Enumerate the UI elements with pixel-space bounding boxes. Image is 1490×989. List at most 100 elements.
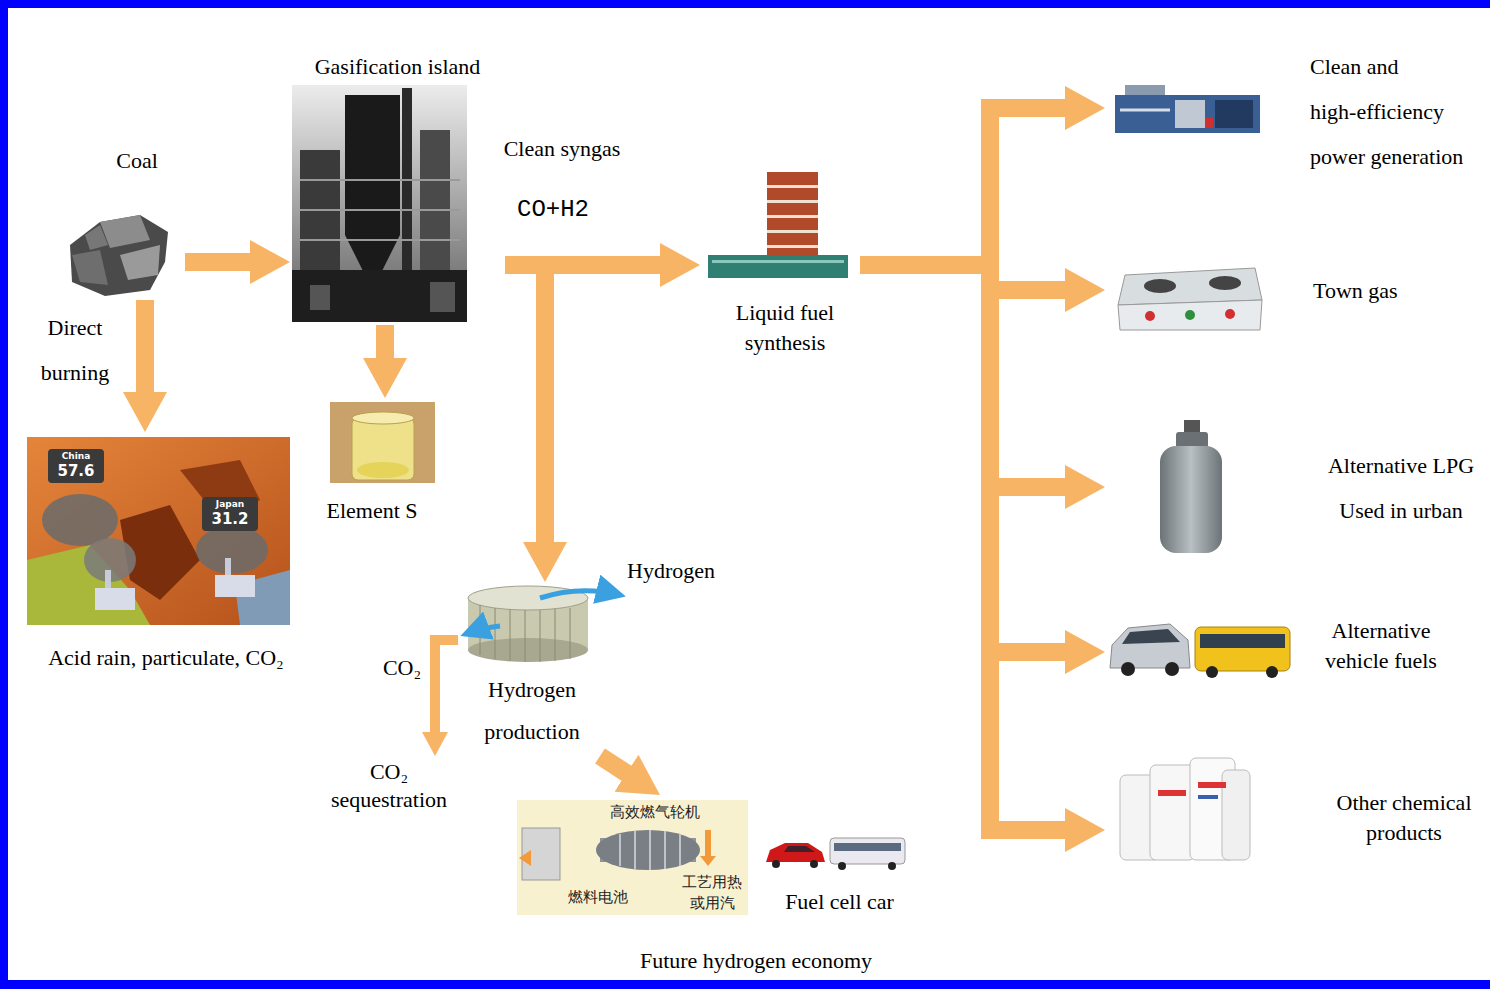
sulfur-picture xyxy=(352,418,414,480)
text-run: 31.2 xyxy=(211,510,248,528)
synthesis-plant-picture xyxy=(767,245,818,248)
gasifier-picture xyxy=(402,88,412,288)
hydrogen-economy-picture xyxy=(517,800,905,915)
synthesis-plant-picture xyxy=(767,200,818,203)
text-run: fuels xyxy=(1394,648,1437,673)
hydrogen-economy-picture xyxy=(649,830,651,870)
picture-label: China xyxy=(50,451,102,462)
vehicles-picture xyxy=(1121,662,1135,676)
synthesis-plant-picture xyxy=(767,185,818,188)
node-label: Liquid fuel synthesis xyxy=(720,298,850,358)
power-plant-picture xyxy=(1120,109,1170,112)
coal-picture xyxy=(85,225,108,250)
text-run: 57.6 xyxy=(57,462,94,480)
text-run: 工艺用热 xyxy=(682,873,742,891)
pollution-picture xyxy=(225,558,231,575)
text-run: generation xyxy=(1370,144,1463,169)
picture-label: 57.6 xyxy=(50,462,102,480)
hydrogen-unit-picture xyxy=(466,626,500,634)
text-run: hydrogen xyxy=(703,948,786,973)
synthesis-plant-picture xyxy=(767,215,818,218)
flow-arrow xyxy=(376,325,394,378)
power-plant-picture xyxy=(1205,118,1213,128)
text-run: syngas xyxy=(560,136,620,161)
synthesis-plant-picture xyxy=(767,230,818,233)
vehicles-picture xyxy=(1206,666,1218,678)
node-label: Gasification island xyxy=(300,54,495,80)
hydrogen-economy-picture xyxy=(634,831,636,869)
vehicles-picture xyxy=(1122,629,1180,644)
gasifier-picture xyxy=(420,130,450,270)
chemical-bags-picture xyxy=(1150,765,1195,860)
pollution-picture xyxy=(95,588,135,610)
power-plant-picture xyxy=(1215,100,1253,128)
vehicles-picture xyxy=(1110,624,1290,678)
chemical-bags-picture xyxy=(1198,795,1218,799)
hydrogen-economy-picture xyxy=(838,862,846,870)
edge-label: Direct burning xyxy=(30,305,120,395)
town-gas-node: Town gas xyxy=(1105,250,1445,340)
text-run: high-efficiency xyxy=(1310,99,1444,124)
text-run: Alternative xyxy=(1332,618,1431,643)
node-label: Other chemical products xyxy=(1324,788,1484,848)
picture-label: CO+H2 xyxy=(493,196,613,224)
node-label: Element S xyxy=(322,498,422,524)
text-run: rain, xyxy=(96,645,136,670)
text-run: cell xyxy=(830,889,862,914)
hydrogen-economy-picture xyxy=(664,831,666,869)
text-run: CO₂ xyxy=(246,645,284,670)
gas-stove-picture xyxy=(1145,311,1155,321)
vehicle-fuel-node: Alternative vehicle fuels xyxy=(1105,610,1450,690)
text-run: chemical xyxy=(1392,790,1471,815)
gasifier-picture xyxy=(430,282,455,312)
hydrogen-unit-picture xyxy=(510,609,511,661)
sulfur-picture xyxy=(357,462,409,478)
hydrogen-node: Hydrogen production xyxy=(458,582,608,756)
node-label: Alternative LPG Used in urban xyxy=(1318,443,1484,533)
flow-arrow xyxy=(435,640,458,744)
hydrogen-economy-picture xyxy=(888,862,896,870)
gasifier-picture xyxy=(300,239,460,241)
flow-arrow xyxy=(860,108,1085,265)
coal-picture xyxy=(100,215,150,248)
text-run: Alternative xyxy=(1328,453,1427,478)
text-run: Hydrogen xyxy=(627,558,715,583)
sequestration-node: CO₂ sequestration xyxy=(322,756,459,818)
flow-arrow xyxy=(860,265,1085,830)
gas-stove-picture xyxy=(1225,309,1235,319)
gasifier-picture xyxy=(310,285,330,310)
text-run: Other xyxy=(1337,790,1387,815)
chemical-bags-picture xyxy=(1222,770,1250,860)
gas-stove-picture xyxy=(1118,268,1262,330)
hydrogen-unit-picture xyxy=(555,609,556,661)
pollution-picture xyxy=(105,570,111,588)
gas-stove-picture xyxy=(1118,300,1262,330)
hydrogen-economy-picture xyxy=(810,860,818,868)
gas-stove-picture xyxy=(1144,279,1176,293)
vehicles-picture xyxy=(1200,634,1285,648)
hydrogen-economy-picture xyxy=(784,846,815,852)
flow-arrow xyxy=(505,265,545,562)
text-run: Clean xyxy=(1310,54,1361,79)
node-label: Hydrogen production xyxy=(472,669,592,753)
node-label: Alternative vehicle fuels xyxy=(1316,616,1446,676)
text-run: synthesis xyxy=(745,330,826,355)
hydrogen-economy-picture xyxy=(834,843,901,851)
text-run: economy xyxy=(791,948,872,973)
gas-cylinder-picture xyxy=(1184,420,1200,434)
text-run: fuel xyxy=(800,300,834,325)
pollution-picture xyxy=(196,526,268,574)
sulfur-picture xyxy=(352,412,414,424)
hydrogen-unit-picture xyxy=(540,591,620,598)
flow-arrow xyxy=(136,300,154,412)
gas-cylinder-picture xyxy=(1176,432,1208,448)
node-label: CO₂ sequestration xyxy=(322,758,456,814)
coal-node: Coal xyxy=(55,140,185,300)
text-run: Town xyxy=(1313,278,1363,303)
lpg-node: Alternative LPG Used in urban xyxy=(1105,415,1487,560)
vehicles-picture xyxy=(1266,666,1278,678)
text-run: 或用汽 xyxy=(690,894,735,912)
gasifier-picture xyxy=(300,209,460,211)
